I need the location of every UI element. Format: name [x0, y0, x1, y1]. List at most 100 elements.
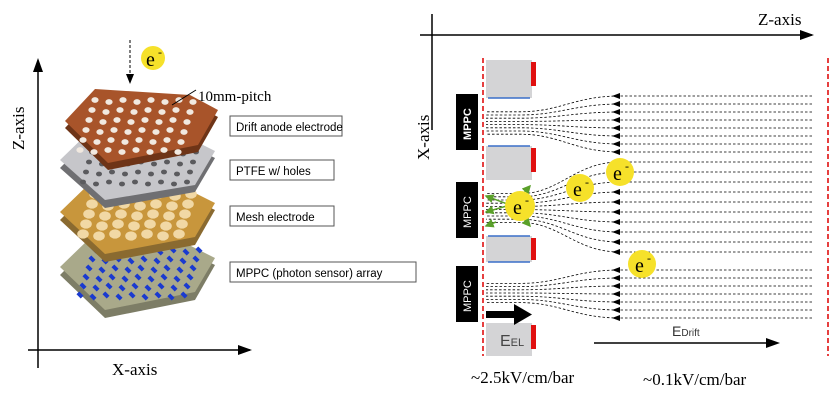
- hole: [166, 127, 174, 133]
- hole: [86, 199, 98, 209]
- svg-text:e: e: [573, 179, 582, 201]
- hole: [135, 169, 141, 175]
- svg-text:MPPC (photon sensor) array: MPPC (photon sensor) array: [236, 268, 383, 280]
- mppc-sensor-top: MPPC: [456, 94, 478, 150]
- mppc-sensor-dot: [95, 275, 103, 283]
- electron-icon: e-: [566, 174, 594, 202]
- hole: [183, 119, 191, 125]
- hole: [169, 117, 177, 123]
- hole: [115, 209, 127, 219]
- drift-field-line: [486, 191, 812, 204]
- mppc-sensor-dot: [121, 275, 129, 283]
- hole: [93, 181, 99, 187]
- drift-field-line: [486, 124, 812, 129]
- hole: [80, 179, 86, 185]
- left-x-axis-label: X-axis: [112, 360, 157, 379]
- mppc-sensor-dot: [163, 264, 171, 272]
- svg-text:MPPC: MPPC: [462, 196, 474, 228]
- hole: [132, 147, 140, 153]
- hole: [179, 209, 191, 219]
- mppc-sensor-dot: [134, 273, 142, 281]
- hole: [133, 99, 141, 105]
- field-direction-arrow: [612, 141, 620, 147]
- mppc-sensor-dot: [141, 293, 149, 301]
- hole: [104, 147, 112, 153]
- hole: [163, 137, 171, 143]
- hole: [174, 171, 180, 177]
- field-direction-arrow: [612, 101, 620, 107]
- svg-text:PTFE w/ holes: PTFE w/ holes: [236, 166, 311, 178]
- hole: [145, 181, 151, 187]
- hole: [130, 109, 138, 115]
- mppc-sensor-dot: [167, 293, 175, 301]
- mppc-sensor-dot: [111, 264, 119, 272]
- hole: [150, 199, 162, 209]
- hole: [79, 137, 87, 143]
- hole: [160, 221, 172, 231]
- hole: [138, 127, 146, 133]
- drift-electrode: [531, 148, 536, 172]
- hole: [122, 171, 128, 177]
- hole: [88, 107, 96, 113]
- mppc-sensor-dot: [186, 273, 194, 281]
- left-x-axis-arrow: [238, 345, 252, 355]
- svg-text:-: -: [525, 193, 529, 207]
- hole: [161, 99, 169, 105]
- drift-field-line: [486, 130, 812, 145]
- field-direction-arrow: [612, 275, 620, 281]
- mppc-sensor-dot: [170, 284, 178, 292]
- right-z-axis-label: Z-axis: [758, 10, 801, 29]
- mppc-sensor-dot: [88, 255, 96, 263]
- mppc-sensor-dot: [173, 275, 181, 283]
- mppc-sensor-dot: [115, 293, 123, 301]
- field-direction-arrow: [612, 249, 620, 255]
- mppc-sensor-dot: [179, 257, 187, 265]
- mppc-sensor-dot: [118, 284, 126, 292]
- mppc-sensor-dot: [189, 264, 197, 272]
- hole: [149, 139, 157, 145]
- mppc-sensor-dot: [153, 257, 161, 265]
- mppc-sensor-dot: [82, 273, 90, 281]
- field-direction-arrow: [612, 133, 620, 139]
- drift-field-line: [486, 292, 812, 295]
- hole: [147, 209, 159, 219]
- mppc-sensor-dot: [128, 291, 136, 299]
- drift-field-line: [486, 277, 812, 287]
- hole: [144, 219, 156, 229]
- hole: [158, 109, 166, 115]
- hole: [173, 229, 185, 239]
- hole: [174, 149, 182, 155]
- pitch-leader-line: [171, 89, 197, 106]
- field-direction-arrow: [612, 199, 620, 205]
- mppc-sensor-dot: [79, 282, 87, 290]
- mppc-sensor-dot: [92, 284, 100, 292]
- hole: [166, 201, 178, 211]
- hole: [124, 129, 132, 135]
- hole: [116, 107, 124, 113]
- left-panel: Z-axis X-axis e -: [9, 40, 417, 379]
- mppc-sensor-dot: [147, 275, 155, 283]
- hole: [99, 119, 107, 125]
- mppc-sensor-dot: [131, 282, 139, 290]
- left-electron-icon: [141, 46, 165, 70]
- el-field-value: ~2.5kV/cm/bar: [471, 368, 574, 387]
- hole: [180, 129, 188, 135]
- left-z-axis-label: Z-axis: [9, 107, 28, 150]
- drift-field-line: [486, 269, 812, 284]
- mppc-sensor-dot: [144, 284, 152, 292]
- hole: [113, 117, 121, 123]
- right-panel: Z-axis X-axis MPPC MPPC MPPC: [414, 10, 829, 389]
- drift-field-line: [486, 127, 812, 137]
- drift-field-value: ~0.1kV/cm/bar: [643, 370, 746, 389]
- mppc-sensor-dot: [127, 257, 135, 265]
- hole: [147, 97, 155, 103]
- mppc-sensor-dot: [137, 264, 145, 272]
- svg-text:e: e: [513, 197, 522, 219]
- ptfe-block: [486, 323, 532, 356]
- drift-field-line: [486, 302, 812, 319]
- field-direction-arrow: [612, 291, 620, 297]
- mppc-sensor-dot: [160, 273, 168, 281]
- hole: [121, 139, 129, 145]
- drift-field-line: [486, 299, 812, 311]
- hole: [91, 97, 99, 103]
